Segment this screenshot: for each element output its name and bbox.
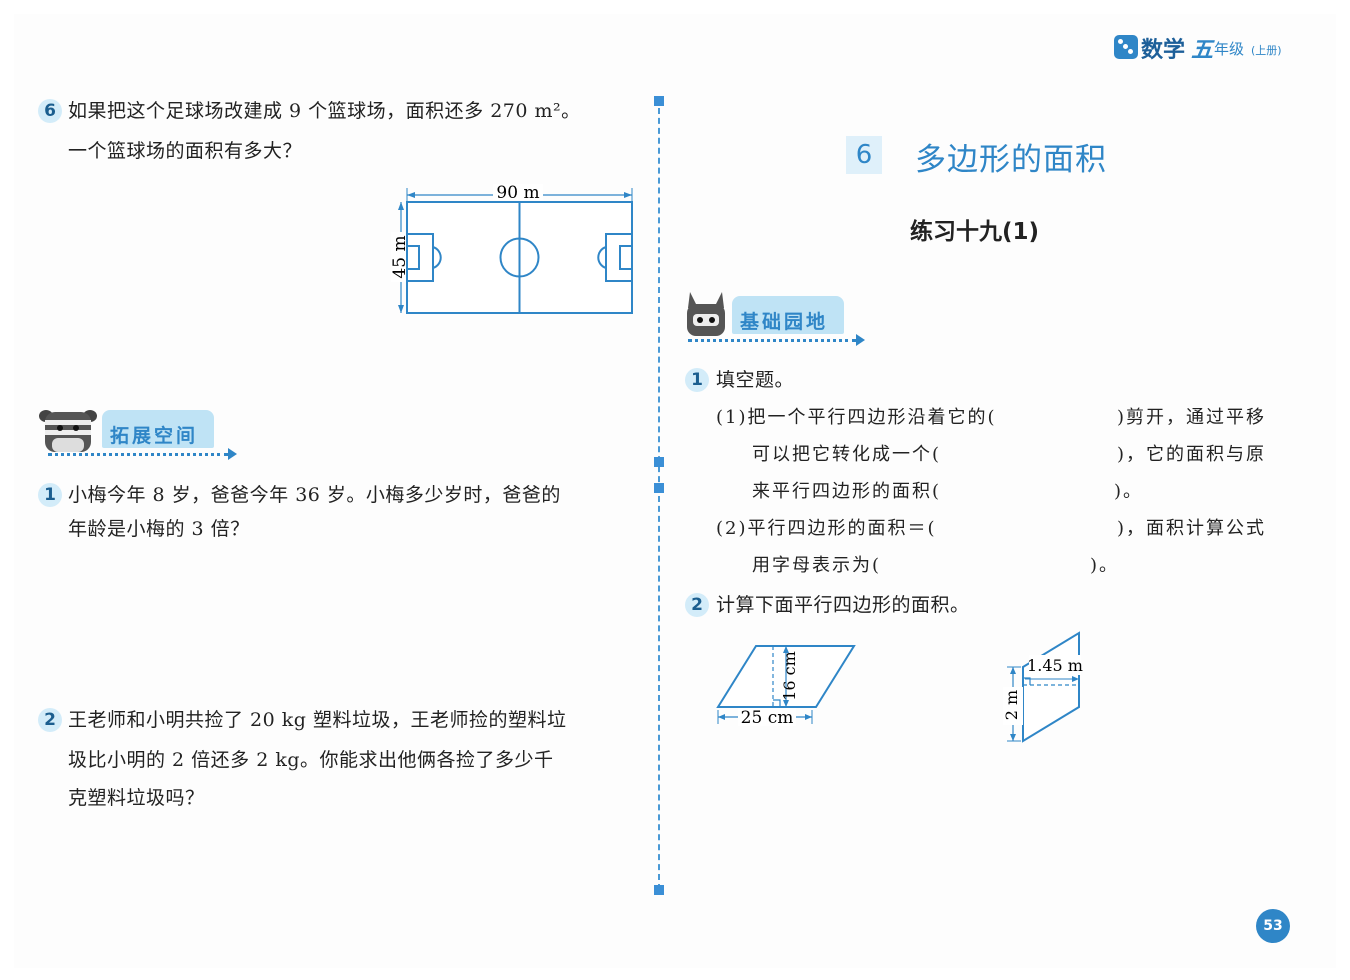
- question-title: 填空题。: [716, 369, 795, 391]
- fill-text: )，它的面积与原: [1117, 444, 1267, 465]
- page-number: 53: [1256, 909, 1290, 943]
- question-title: 计算下面平行四边形的面积。: [716, 594, 970, 616]
- unit-title: 多边形的面积: [915, 142, 1107, 178]
- zebra-mascot-icon: [39, 410, 97, 452]
- question-number: 1: [38, 483, 62, 507]
- question-text: 小梅今年 8 岁，爸爸今年 36 岁。小梅多少岁时，爸爸的: [68, 484, 561, 506]
- unit-number-box: [846, 136, 882, 174]
- fill-text: )，面积计算公式: [1117, 518, 1267, 539]
- header-logo: 数学 五 年级 (上册): [1114, 32, 1304, 63]
- fill-text: 可以把它转化成一个(: [752, 444, 942, 465]
- divider-marker: [654, 457, 664, 467]
- dice-icon: [1114, 35, 1138, 59]
- exercise-title: 练习十九(1): [910, 219, 1040, 245]
- dotted-arrow-line: [688, 339, 856, 342]
- page-divider: [658, 98, 660, 890]
- soccer-field-diagram: 90 m 45 m: [390, 183, 633, 314]
- parallelogram-figure-2: 1.45 m 2 m: [1002, 631, 1083, 743]
- header-brand: 数学: [1141, 38, 1186, 63]
- fill-text: )。: [1114, 481, 1144, 502]
- fill-text: )。: [1090, 555, 1120, 576]
- fill-text: (2)平行四边形的面积＝(: [716, 518, 937, 539]
- unit-number: 6: [855, 140, 873, 170]
- section-header-basics: 基础园地: [684, 290, 884, 350]
- section-title: 拓展空间: [110, 425, 199, 447]
- fill-text: )剪开，通过平移: [1117, 407, 1267, 428]
- question-text: 圾比小明的 2 倍还多 2 kg。你能求出他俩各捡了多少千: [68, 749, 554, 771]
- question-text: 如果把这个足球场改建成 9 个篮球场，面积还多 270 m²。: [68, 100, 581, 122]
- arrow-right-icon: [228, 448, 237, 460]
- question-text: 年龄是小梅的 3 倍？: [68, 518, 250, 540]
- question-number: 1: [685, 368, 709, 392]
- rabbit-mascot-icon: [687, 292, 725, 336]
- arrow-right-icon: [856, 334, 865, 346]
- question-number: 2: [38, 708, 62, 732]
- page-number-text: 53: [1263, 918, 1283, 934]
- question-number: 6: [38, 99, 62, 123]
- figure1-base-label: 25 cm: [741, 708, 794, 728]
- figure1-height-label: 16 cm: [780, 651, 799, 701]
- divider-marker: [654, 885, 664, 895]
- header-grade: 五: [1191, 37, 1214, 63]
- question-text: 一个篮球场的面积有多大？: [68, 140, 303, 162]
- divider-marker: [654, 483, 664, 493]
- field-height-label: 45 m: [390, 235, 410, 278]
- parallelogram-figure-1: 16 cm 25 cm: [716, 645, 856, 728]
- header-volume: (上册): [1251, 44, 1282, 57]
- section-header-expand: 拓展空间: [36, 404, 246, 464]
- figure2-base-label: 2 m: [1002, 690, 1021, 720]
- question-number: 2: [685, 593, 709, 617]
- header-grade-suffix: 年级: [1214, 40, 1245, 58]
- fill-text: 用字母表示为(: [752, 555, 882, 576]
- workbook-page: [14, 14, 1336, 968]
- fill-text: (1)把一个平行四边形沿着它的(: [716, 407, 997, 428]
- fill-text: 来平行四边形的面积(: [752, 481, 942, 502]
- divider-marker: [654, 96, 664, 106]
- field-width-label: 90 m: [496, 183, 539, 203]
- dotted-arrow-line: [48, 453, 228, 456]
- question-text: 克塑料垃圾吗？: [68, 787, 205, 809]
- section-title: 基础园地: [740, 311, 829, 333]
- figure2-height-label: 1.45 m: [1027, 656, 1083, 675]
- question-text: 王老师和小明共捡了 20 kg 塑料垃圾，王老师捡的塑料垃: [68, 709, 567, 731]
